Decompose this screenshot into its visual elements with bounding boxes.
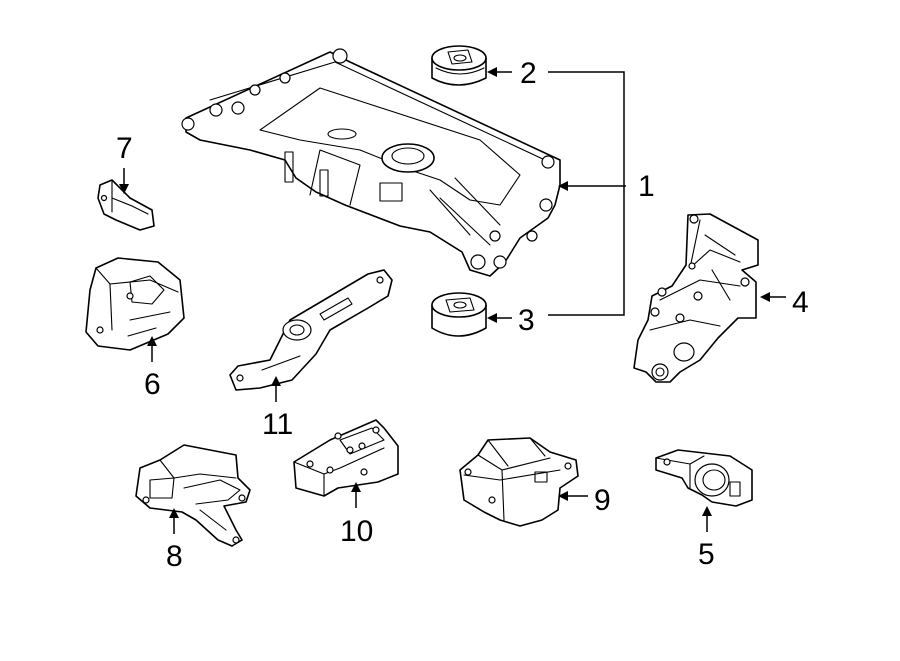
callout-5: 5 bbox=[698, 538, 715, 571]
torque-rod-part bbox=[229, 269, 393, 391]
upper-bushing-part bbox=[431, 45, 487, 86]
callout-10: 10 bbox=[340, 515, 373, 548]
leader-lines bbox=[119, 67, 786, 534]
callout-4: 4 bbox=[792, 286, 809, 319]
lower-bushing-part bbox=[431, 292, 487, 337]
subframe-part bbox=[181, 48, 561, 277]
transmission-bracket-part bbox=[633, 213, 759, 383]
small-bracket-part bbox=[97, 179, 155, 231]
mount-pad-part bbox=[293, 419, 399, 497]
mount-bracket-part bbox=[655, 449, 753, 507]
callout-2: 2 bbox=[520, 57, 537, 90]
callout-labels: 1 2 3 4 5 6 7 8 9 10 11 bbox=[116, 57, 809, 573]
callout-7: 7 bbox=[116, 132, 133, 165]
engine-mount-part bbox=[85, 257, 185, 351]
callout-6: 6 bbox=[144, 368, 161, 401]
callout-3: 3 bbox=[518, 304, 535, 337]
callout-1: 1 bbox=[638, 170, 655, 203]
mount-part bbox=[459, 437, 579, 527]
callout-8: 8 bbox=[166, 540, 183, 573]
callout-11: 11 bbox=[262, 408, 293, 441]
callout-9: 9 bbox=[594, 484, 611, 517]
transmission-mount-part bbox=[135, 444, 251, 547]
